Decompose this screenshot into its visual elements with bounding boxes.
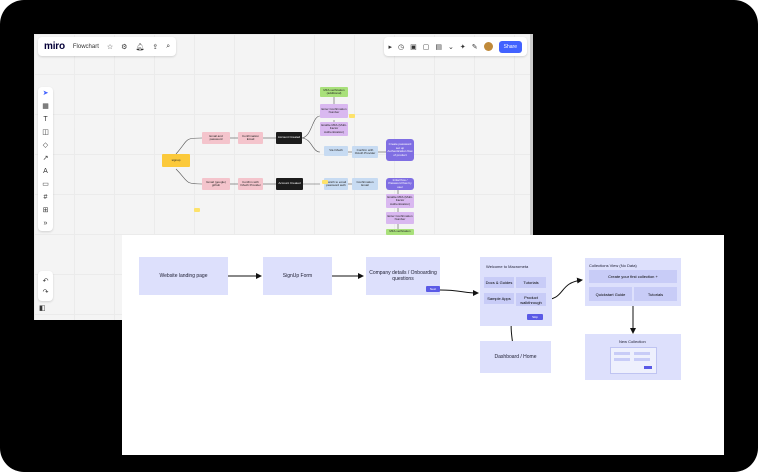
node-signup[interactable]: signup [162,154,190,167]
text-tool-icon[interactable]: T [43,116,48,123]
share-button[interactable]: Share [498,40,522,53]
sticky-note[interactable] [194,208,200,212]
collections-create-first[interactable]: Create your first collection + [589,270,677,283]
select-tool-icon[interactable]: ➤ [42,90,49,97]
node-account-created-1[interactable]: Account Created [276,132,302,144]
apps-icon[interactable]: ▸ [388,43,393,51]
node-enter-confirmation[interactable]: Enter Confirmation Number [320,104,348,118]
panel-toggle-icon[interactable]: ◧ [39,305,46,312]
new-collection-form-row [634,352,650,355]
welcome-docs-guides[interactable]: Docs & Guides [484,277,514,288]
collections-quickstart[interactable]: Quickstart Guide [589,287,632,301]
new-collection-submit[interactable] [644,366,652,369]
node-enable-mfa-2[interactable]: Enable MFA (Multi-Factor Authentication) [386,194,414,208]
node-enable-mfa[interactable]: Enable MFA (Multi-Factor Authentication) [320,122,348,136]
undo-icon[interactable]: ↶ [42,277,49,285]
board-name[interactable]: Flowchart [72,43,99,50]
flowchart-connectors [175,96,399,230]
miro-logo[interactable]: miro [44,41,65,52]
node-gmail-github[interactable]: Gmail (google) github [202,178,230,190]
company-next-button[interactable]: Next [426,286,440,292]
welcome-tutorials[interactable]: Tutorials [516,277,546,288]
welcome-product-walkthrough[interactable]: Product walkthrough [516,293,546,306]
video-icon[interactable]: ▣ [410,43,417,51]
upload-tool-icon[interactable]: ⊞ [42,207,49,214]
miro-board-window: miro Flowchart ☆ ⚙ 🔔︎ ⇪ ⌕ ▸ ◷ ▣ ▢ ▤ ⌄ ✦ … [34,34,533,320]
node-confirm-oauth[interactable]: Confirm with OAuth Provider [238,178,263,190]
flow-dashboard-home[interactable]: Dashboard / Home [480,341,551,373]
node-account-created-2[interactable]: Account Created [276,178,303,190]
node-email-password[interactable]: Email and password [202,132,230,144]
shapes-icon[interactable]: ◇ [42,142,49,149]
node-confirmation-email[interactable]: Confirmation Email [238,132,263,144]
node-enter-confirmation-2[interactable]: Enter Confirmation Number [386,212,414,224]
node-create-password[interactable]: Create password set up Authentication fl… [386,139,414,161]
node-initial-flow[interactable]: Initial flow / Password flow by user [386,178,414,190]
welcome-title: Welcome to Macrometa [486,264,529,269]
more-icon[interactable]: ⌄ [448,43,454,51]
new-collection-title: New Collection [619,339,646,344]
pen-icon[interactable]: A [43,168,48,175]
vertical-scrollbar[interactable] [530,34,533,320]
node-confirmation-email-2[interactable]: Confirmation Email [352,178,378,190]
bell-icon[interactable]: 🔔︎ [135,43,145,51]
notes-icon[interactable]: ▤ [435,43,443,51]
node-mfa-verification-2[interactable]: MFA verification [386,229,414,235]
node-via-oauth[interactable]: Via OAuth [324,146,348,156]
left-tool-palette: ➤ ▦ T ◫ ◇ ↗ A ▭ # ⊞ » [38,87,53,231]
node-mfa-verification[interactable]: MFA verification (additional) [320,87,348,97]
node-switch-email-auth[interactable]: Switch to email password auth [324,178,348,190]
celebrate-icon[interactable]: ✦ [459,43,466,51]
settings-icon[interactable]: ⚙ [121,43,128,51]
collections-title-note: (No Data) [619,263,637,268]
user-flow-panel: Website landing page SignUp Form Company… [122,235,724,455]
sticky-note-icon[interactable]: ◫ [42,129,49,136]
node-confirm-oauth-2[interactable]: Confirm with OAuth Provider [352,146,378,158]
more-tools-icon[interactable]: » [43,220,48,227]
star-icon[interactable]: ☆ [106,43,114,51]
frame-tool-icon[interactable]: # [43,194,48,201]
flow-website-landing[interactable]: Website landing page [139,257,228,295]
timer-icon[interactable]: ◷ [398,43,405,51]
redo-icon[interactable]: ↷ [42,288,49,296]
undo-redo-group: ↶ ↷ [38,271,53,301]
flow-signup-form[interactable]: SignUp Form [263,257,332,295]
avatar[interactable] [483,42,493,51]
cursor-share-icon[interactable]: ✎ [471,43,478,51]
new-collection-form-row [614,352,630,355]
sticky-note[interactable] [349,114,355,118]
comment-icon[interactable]: ▢ [422,43,430,51]
new-collection-form-row [614,358,630,361]
collections-title-text: Collections View [589,263,619,268]
search-icon[interactable]: ⌕ [166,42,171,50]
sticky-note[interactable] [322,180,328,184]
welcome-skip-button[interactable]: Skip [527,314,543,320]
upload-icon[interactable]: ⇪ [152,43,159,51]
board-top-right-toolbar: ▸ ◷ ▣ ▢ ▤ ⌄ ✦ ✎ Share [383,37,527,56]
board-top-left-toolbar: miro Flowchart ☆ ⚙ 🔔︎ ⇪ ⌕ [38,37,177,56]
collections-tutorials[interactable]: Tutorials [634,287,677,301]
collections-title: Collections View (No Data) [589,263,637,268]
welcome-sample-apps[interactable]: Sample Apps [484,293,514,304]
new-collection-form-row [634,358,650,361]
connector-icon[interactable]: ↗ [42,155,49,162]
template-icon[interactable]: ▦ [42,103,49,110]
comment-tool-icon[interactable]: ▭ [42,181,49,188]
